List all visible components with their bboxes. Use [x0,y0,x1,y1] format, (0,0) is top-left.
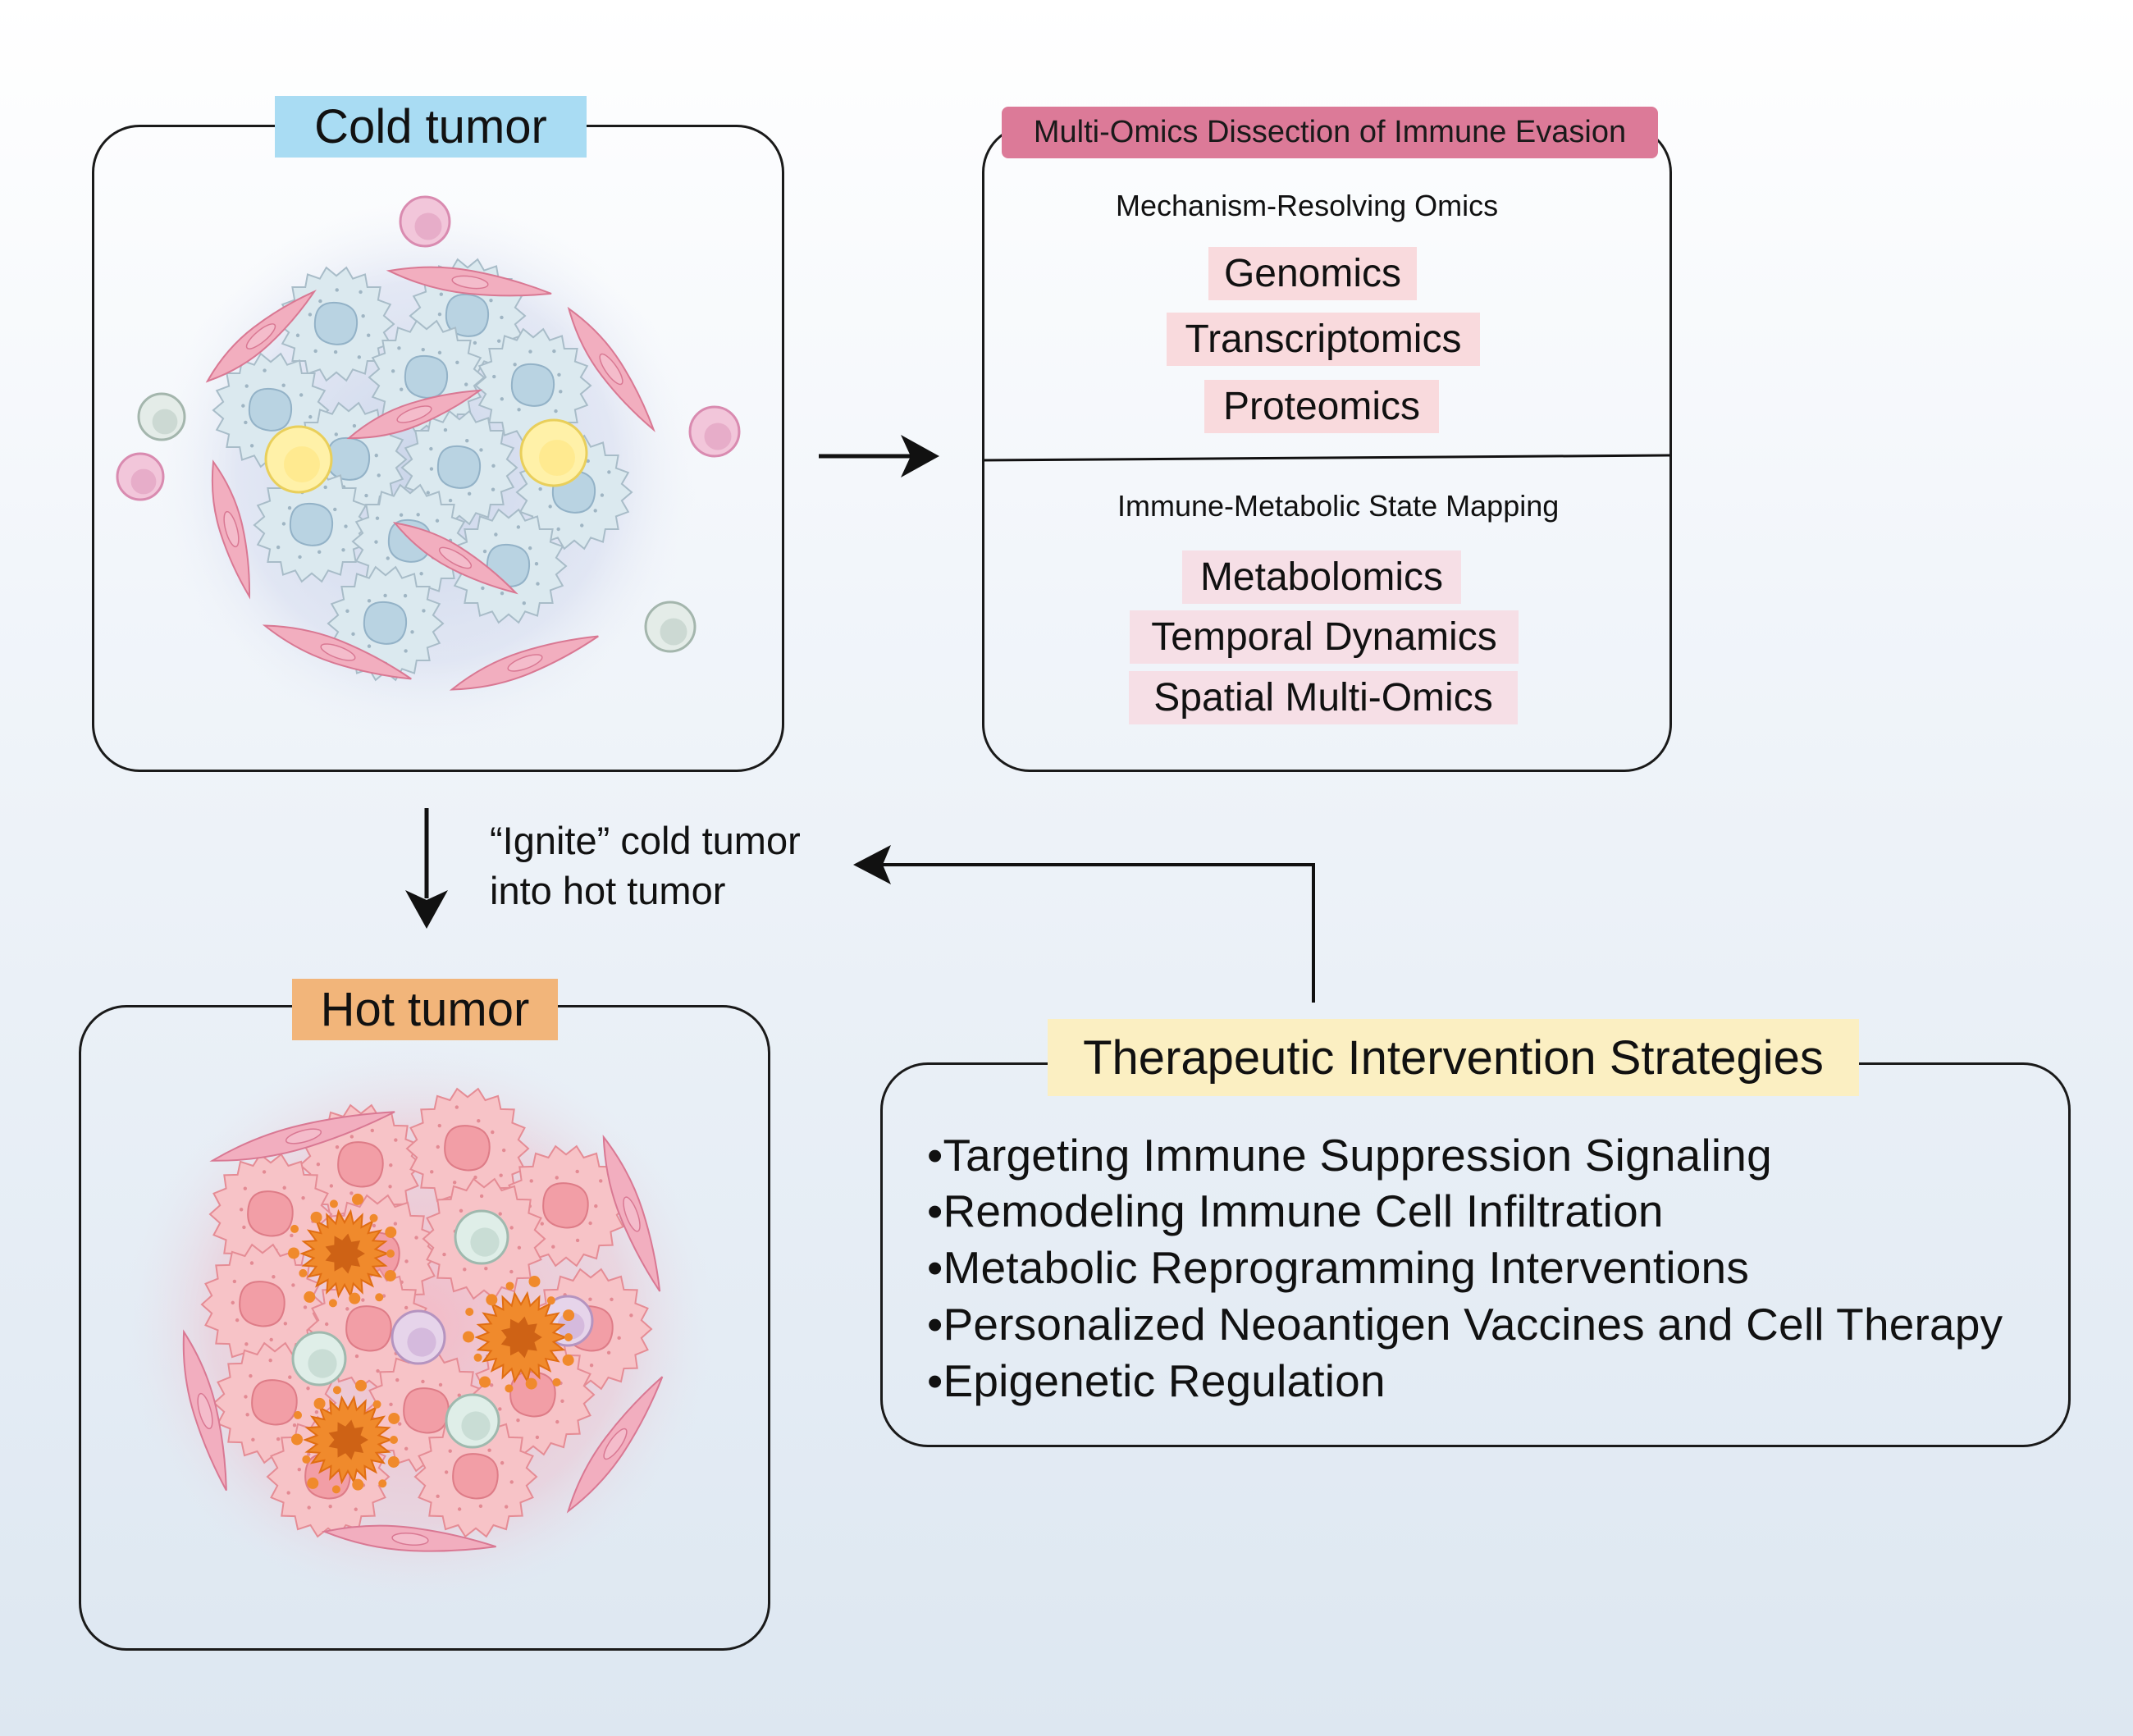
fibroblast [211,459,251,600]
tumor-cell [200,1243,325,1366]
immune-cell [644,601,697,653]
cold-peripheral-cells [116,195,741,653]
omics-metabolomics: Metabolomics [1182,550,1461,604]
tumor-cell [474,327,592,444]
arrow-cold-to-hot [405,808,448,929]
fibroblast [392,522,518,595]
hot-tumor-panel [79,1005,770,1651]
cold-tumor-title: Cold tumor [275,96,587,158]
omics-spatial-multi-omics: Spatial Multi-Omics [1129,671,1518,724]
omics-divider [982,454,1671,462]
therapy-item: •Targeting Immune Suppression Signaling [927,1130,1772,1181]
omics-proteomics: Proteomics [1204,380,1439,433]
therapy-item: •Metabolic Reprogramming Interventions [927,1242,1750,1293]
therapy-title: Therapeutic Intervention Strategies [1048,1019,1859,1096]
fibroblast [386,266,552,297]
cold-tumor-illustration [116,195,741,742]
fibroblast [567,306,655,432]
immune-cell [454,1209,509,1265]
fibroblast [566,1376,664,1514]
ignite-label-line1: “Ignite” cold tumor [490,819,801,862]
fibroblast [449,635,599,691]
fibroblast [209,1111,395,1162]
immune-cell [399,195,451,248]
fibroblast [346,389,483,440]
ignite-label: “Ignite” cold tumor into hot tumor [490,815,801,916]
activated-immune-cell [288,1193,397,1308]
immune-cell [391,1309,446,1365]
mapping-heading: Immune-Metabolic State Mapping [1117,489,1560,523]
hot-immune-cells [288,1193,594,1494]
therapy-item: •Remodeling Immune Cell Infiltration [927,1186,1664,1236]
fibroblast [182,1329,227,1492]
immune-cell [445,1393,500,1449]
hot-tumor-title: Hot tumor [292,979,558,1040]
omics-genomics: Genomics [1208,247,1417,300]
ignite-label-line2: into hot tumor [490,869,726,912]
cold-tumor-panel [92,125,784,772]
therapy-item: •Personalized Neoantigen Vaccines and Ce… [927,1299,2003,1350]
omics-temporal-dynamics: Temporal Dynamics [1130,610,1519,664]
immune-cell [116,452,165,501]
cold-fibroblasts [205,266,655,691]
multi-omics-header: Multi-Omics Dissection of Immune Evasion [1002,107,1658,158]
activated-immune-cell [291,1379,400,1494]
immune-cell [137,392,186,441]
therapy-item: •Epigenetic Regulation [927,1355,1386,1406]
tumor-cell [413,1415,538,1538]
fibroblast [602,1134,661,1292]
arrow-cold-to-omics [819,435,939,477]
arrow-therapy-to-ignite [853,845,1315,1003]
tumor-cell [253,467,371,583]
fibroblast [321,1524,496,1552]
activated-immune-cell [463,1275,575,1393]
tumor-cell [405,1087,530,1210]
immune-cell [688,405,741,458]
fibroblast [205,289,317,383]
immune-cell [291,1331,347,1387]
hot-fibroblasts [182,1111,664,1552]
yellow-cell [519,418,588,487]
yellow-cell [264,425,333,494]
mechanism-heading: Mechanism-Resolving Omics [1116,189,1499,222]
hot-tumor-illustration [123,1042,714,1608]
omics-transcriptomics: Transcriptomics [1167,313,1480,366]
fibroblast [262,624,412,680]
